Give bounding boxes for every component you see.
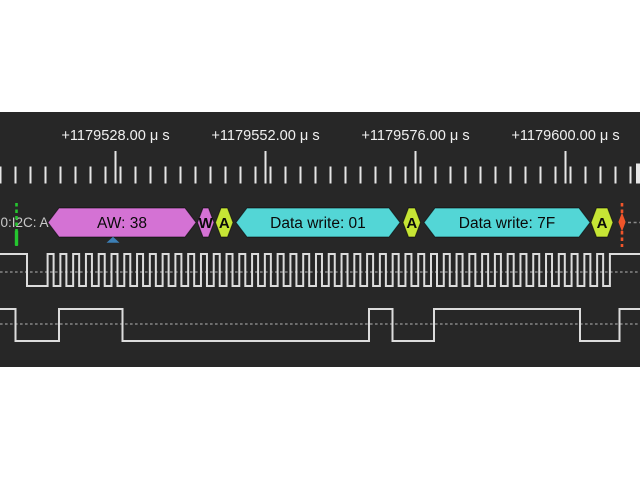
decode-frame-shape [235, 207, 401, 238]
ruler-minor-tick [434, 166, 437, 184]
ruler-timestamp: +1179552.00 μ s [211, 128, 319, 144]
ruler-minor-tick [224, 166, 227, 184]
ruler-minor-tick [134, 166, 137, 184]
ruler-timestamp: +1179576.00 μ s [361, 128, 469, 144]
panel-background [0, 112, 640, 367]
ruler-minor-tick [299, 166, 302, 184]
channel-label: 0:I2C: A [1, 215, 49, 230]
ruler-minor-tick [194, 166, 197, 184]
ruler-minor-tick [329, 166, 332, 184]
bubble-position-pointer[interactable] [106, 236, 120, 243]
decode-frame-aw-38[interactable]: AW: 38 [47, 207, 197, 238]
decode-frame-label: Data write: 01 [270, 215, 366, 232]
ruler-minor-tick [104, 166, 107, 184]
ruler-major-tick [564, 151, 567, 184]
ruler-minor-tick [74, 166, 77, 184]
decode-frame-label: A [406, 215, 417, 232]
orange-cursor[interactable] [618, 203, 626, 247]
ruler-minor-tick [404, 166, 407, 184]
ruler-major-tick [264, 151, 267, 184]
analyzer-panel[interactable]: +1179528.00 μ s +1179552.00 μ s +1179576.0… [0, 112, 640, 367]
decode-frame-shape [402, 207, 422, 238]
ruler-minor-tick [119, 166, 122, 184]
ruler-minor-tick [614, 166, 617, 184]
ruler-minor-tick [314, 166, 317, 184]
green-cursor-foot [14, 230, 19, 246]
ruler-minor-tick [629, 166, 632, 184]
ruler-minor-tick [494, 166, 497, 184]
decode-frame-label: AW: 38 [97, 215, 147, 232]
ruler-minor-tick [29, 166, 32, 184]
decode-frame-shape [423, 207, 591, 238]
decode-frame-data-write-7f[interactable]: Data write: 7F [423, 207, 591, 238]
decode-frame-shape [47, 207, 197, 238]
decode-frame-data-write-01[interactable]: Data write: 01 [235, 207, 401, 238]
sda-waveform [0, 308, 640, 342]
top-whitespace [0, 0, 640, 112]
decode-frame-label: A [597, 215, 608, 232]
ruler-minor-tick [599, 166, 602, 184]
ruler-edge-tick [636, 163, 640, 184]
trace-canvas[interactable]: +1179528.00 μ s +1179552.00 μ s +1179576.0… [0, 112, 640, 367]
ruler-minor-tick [539, 166, 542, 184]
green-cursor[interactable] [14, 203, 19, 246]
bottom-whitespace [0, 367, 640, 480]
ruler-minor-tick [209, 166, 212, 184]
ruler-minor-tick [359, 166, 362, 184]
decode-frame-label: A [219, 215, 230, 232]
ruler-minor-tick [554, 166, 557, 184]
decode-frame-a[interactable]: A [590, 207, 614, 238]
ruler-major-tick [114, 151, 117, 184]
ruler-minor-tick [149, 166, 152, 184]
ruler-minor-tick [89, 166, 92, 184]
ruler-timestamp: +1179528.00 μ s [61, 128, 169, 144]
ruler-minor-tick [179, 166, 182, 184]
ruler-timestamp: +1179600.00 μ s [511, 128, 619, 144]
decode-frame-a[interactable]: A [214, 207, 234, 238]
ruler-major-tick [414, 151, 417, 184]
ruler-minor-tick [419, 166, 422, 184]
ruler-minor-tick [14, 166, 17, 184]
ruler-minor-tick [389, 166, 392, 184]
ruler-minor-tick [344, 166, 347, 184]
ruler-minor-tick [584, 166, 587, 184]
decode-frame-shape [214, 207, 234, 238]
decode-frame-a[interactable]: A [402, 207, 422, 238]
ruler-minor-tick [524, 166, 527, 184]
scl-waveform [0, 253, 640, 287]
decode-frame-shape [590, 207, 614, 238]
decode-frame-label: W [199, 215, 214, 232]
orange-cursor-diamond [618, 212, 626, 232]
ruler-minor-tick [254, 166, 257, 184]
decode-frame-label: Data write: 7F [459, 215, 555, 232]
decode-frame-shape [196, 207, 215, 238]
ruler-minor-tick [0, 166, 2, 184]
ruler-minor-tick [464, 166, 467, 184]
ruler-minor-tick [374, 166, 377, 184]
ruler-minor-tick [269, 166, 272, 184]
ruler-minor-tick [284, 166, 287, 184]
ruler-minor-tick [569, 166, 572, 184]
ruler-minor-tick [479, 166, 482, 184]
ruler-minor-tick [239, 166, 242, 184]
ruler-minor-tick [164, 166, 167, 184]
ruler-minor-tick [59, 166, 62, 184]
ruler-minor-tick [44, 166, 47, 184]
ruler-minor-tick [449, 166, 452, 184]
decode-frame-w[interactable]: W [196, 207, 215, 238]
ruler-minor-tick [509, 166, 512, 184]
